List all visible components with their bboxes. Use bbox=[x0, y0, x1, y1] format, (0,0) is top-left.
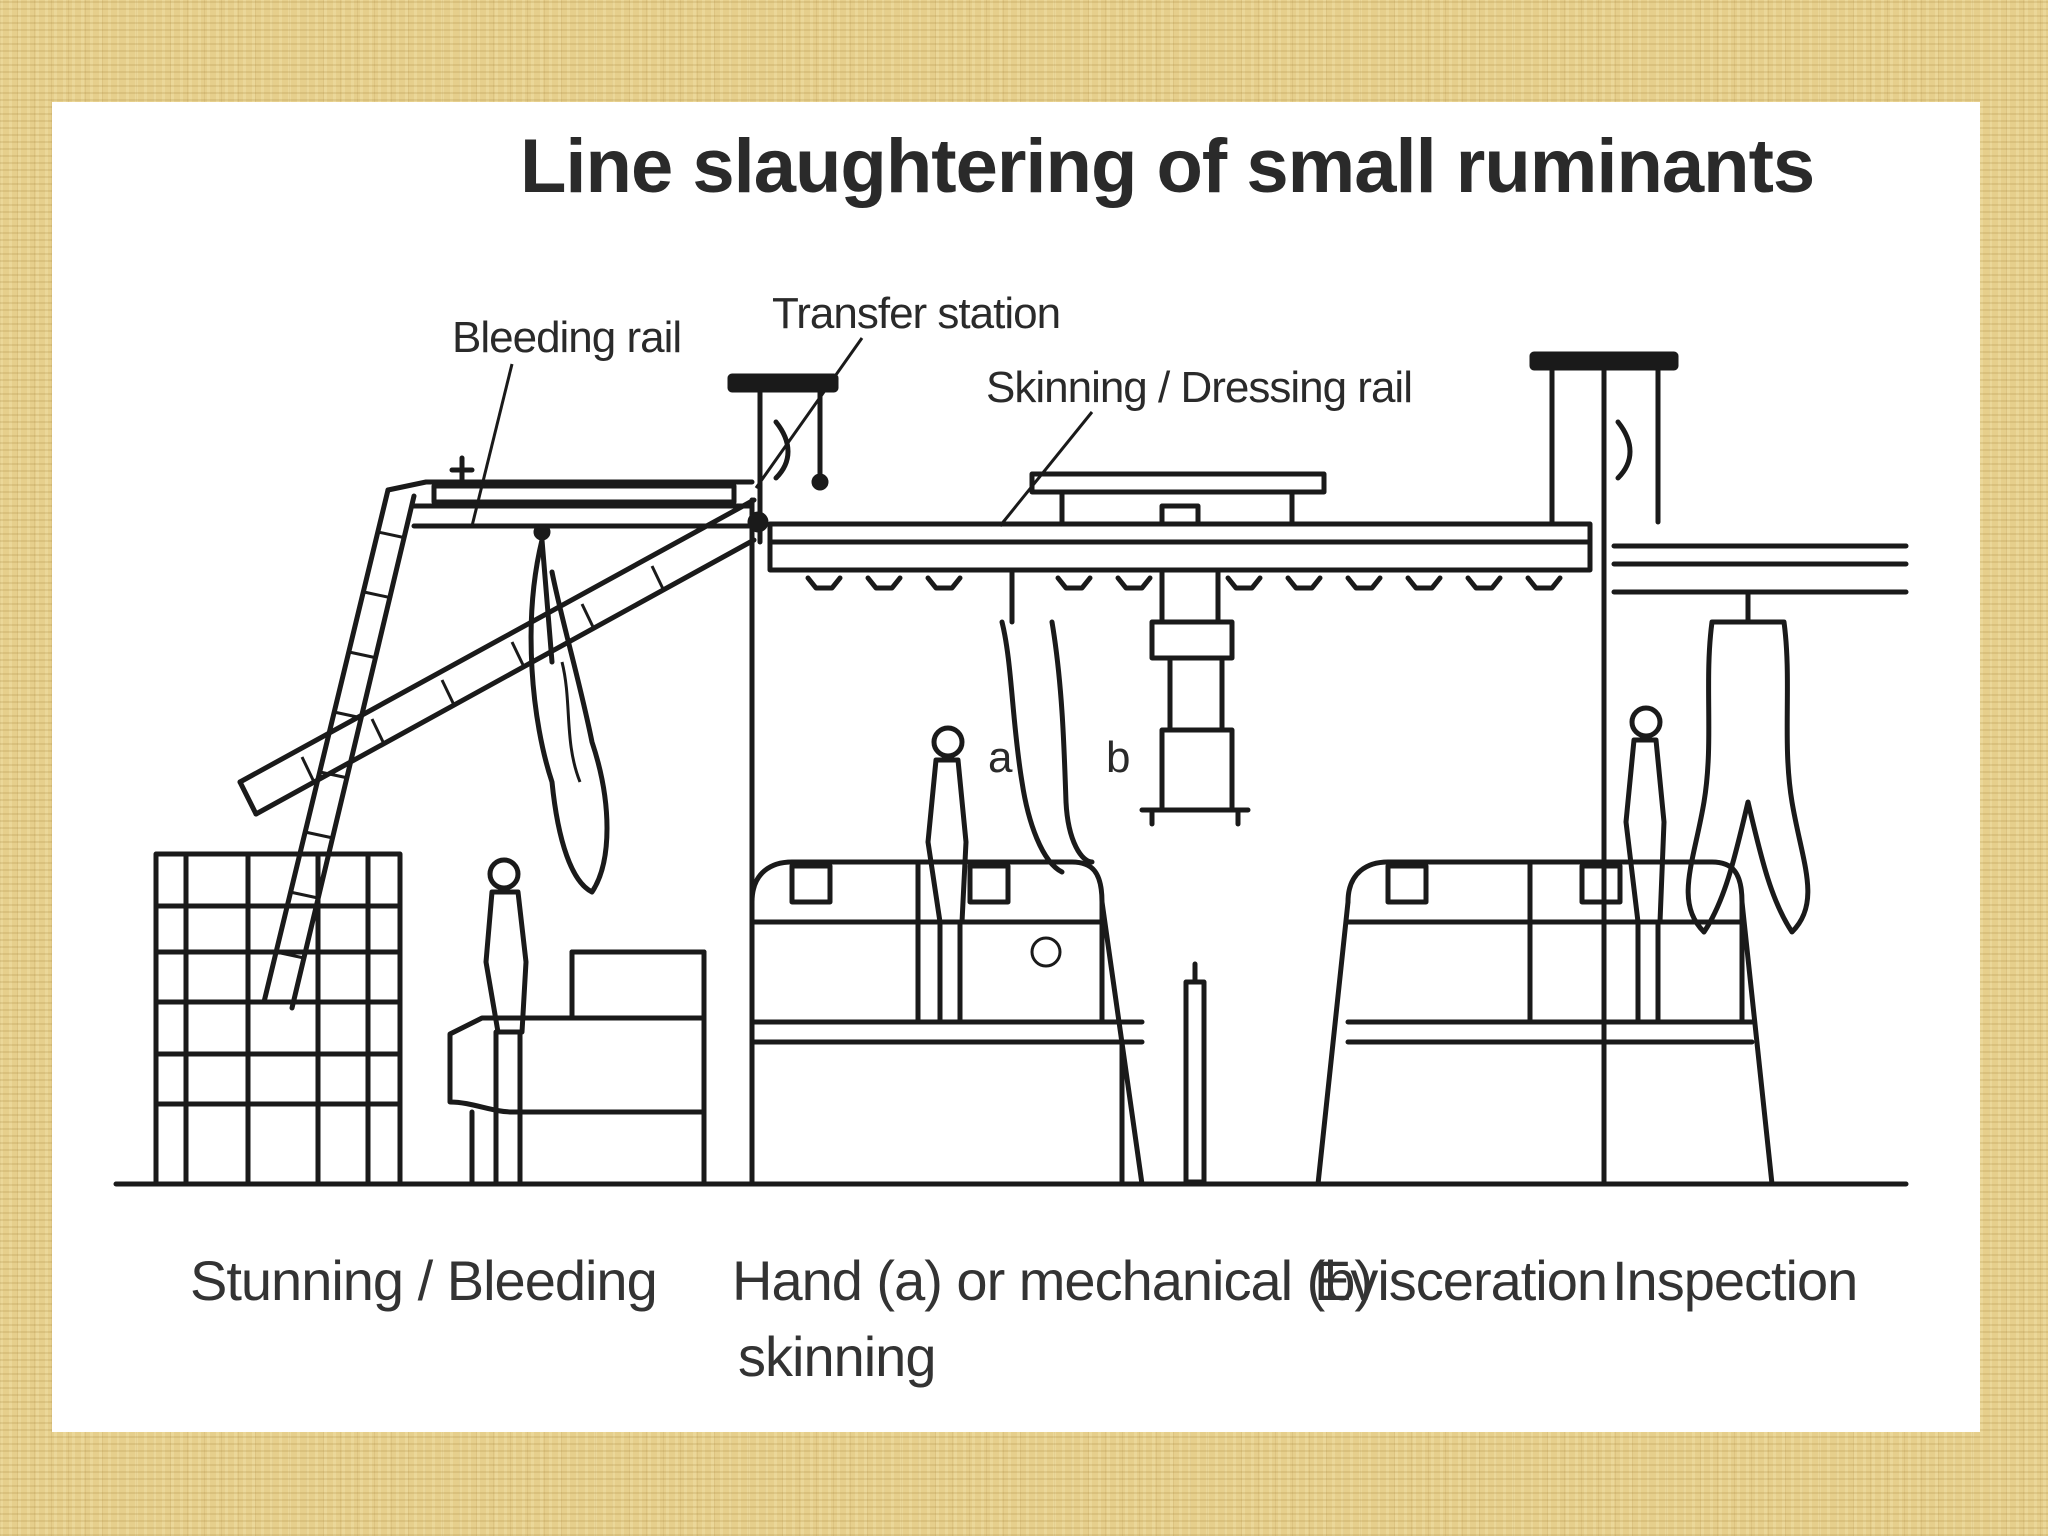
inspection-rail bbox=[1529, 351, 1909, 1187]
trolley bbox=[1055, 575, 1093, 591]
trolley bbox=[1345, 575, 1383, 591]
leader-lines bbox=[470, 337, 1094, 527]
trolley bbox=[1525, 575, 1563, 591]
label-bleeding-rail: Bleeding rail bbox=[452, 313, 681, 362]
stage-evisceration: Evisceration bbox=[1314, 1249, 1607, 1312]
carcass-inspection bbox=[1685, 589, 1811, 935]
trolley bbox=[1405, 575, 1443, 591]
bleeding-rail bbox=[385, 455, 755, 541]
inclined-conveyor bbox=[237, 497, 757, 817]
slaughter-line-diagram: Line slaughtering of small ruminants Ble… bbox=[113, 124, 1909, 1388]
trolley bbox=[865, 575, 903, 591]
trolley bbox=[1115, 575, 1153, 591]
skinning-platform bbox=[749, 859, 1145, 1187]
trolley bbox=[805, 575, 843, 591]
skinning-trolleys bbox=[805, 575, 1563, 591]
transfer-station bbox=[727, 373, 839, 1187]
trolley bbox=[925, 575, 963, 591]
stage-inspection: Inspection bbox=[1612, 1249, 1857, 1312]
carcass-hand-skinning bbox=[999, 567, 1095, 968]
trolley bbox=[1465, 575, 1503, 591]
stunning-pen bbox=[153, 851, 403, 1187]
marker-b: b bbox=[1106, 733, 1129, 782]
skinning-rail bbox=[767, 471, 1593, 573]
trolley bbox=[1285, 575, 1323, 591]
label-transfer-station: Transfer station bbox=[772, 289, 1060, 338]
diagram-title: Line slaughtering of small ruminants bbox=[520, 124, 1814, 209]
evisceration-platform bbox=[1315, 859, 1775, 1187]
carcass-bleeding bbox=[528, 537, 610, 895]
slide-panel: Line slaughtering of small ruminants Ble… bbox=[52, 102, 1980, 1432]
trolley bbox=[1225, 575, 1263, 591]
worker-skinning bbox=[925, 725, 969, 1023]
worker-evisceration bbox=[1623, 705, 1667, 1023]
stage-stunning-bleeding: Stunning / Bleeding bbox=[190, 1249, 657, 1312]
ladder bbox=[261, 487, 417, 1011]
label-skinning-rail: Skinning / Dressing rail bbox=[986, 363, 1412, 412]
stage-skinning-line2: skinning bbox=[738, 1325, 935, 1388]
marker-a: a bbox=[988, 733, 1013, 782]
bleeding-trough bbox=[447, 949, 707, 1187]
floor-post bbox=[1183, 961, 1207, 1185]
mechanical-skinner bbox=[1139, 567, 1251, 827]
worker-bleeding bbox=[483, 857, 529, 1185]
stage-skinning-line1: Hand (a) or mechanical (b) bbox=[732, 1249, 1372, 1312]
